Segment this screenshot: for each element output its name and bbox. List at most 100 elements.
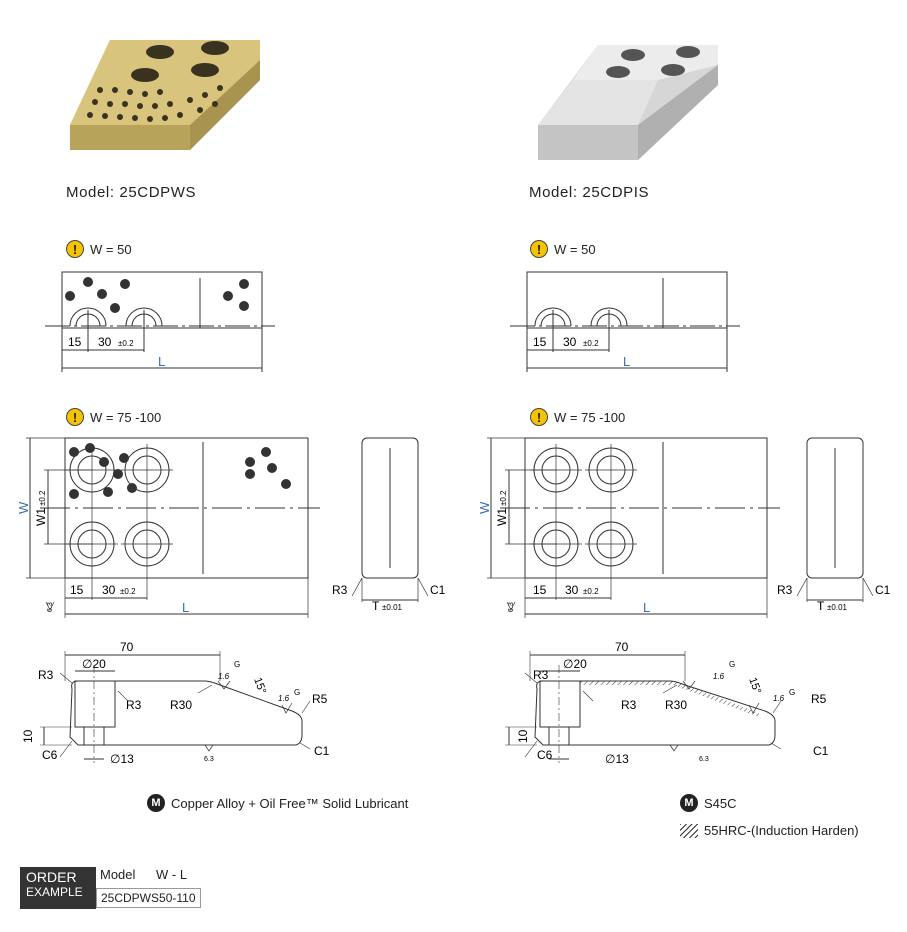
right-w50-label: W = 50 [554, 241, 596, 257]
dim-L: L [182, 600, 189, 615]
order-example-value: 25CDPWS50-110 [96, 888, 201, 908]
dim-R30: R30 [665, 698, 687, 712]
dim-30: 30 [98, 335, 112, 349]
dim-tol: ±0.2 [583, 339, 599, 348]
bronze-plate-image [70, 40, 260, 150]
rough-1.6: 1.6 [773, 694, 785, 703]
dim-tol: ±0.2 [38, 490, 47, 506]
right-w75-warning: ! W = 75 -100 [530, 408, 625, 426]
dim-15: 15 [533, 335, 547, 349]
rough-1.6: 1.6 [218, 672, 230, 681]
hatch-icon [680, 823, 698, 838]
left-profile-drawing: 70 ∅20 R3 R3 R30 R5 C1 C6 ∅13 10 15° 1.6… [21, 640, 330, 766]
dim-15: 15 [70, 583, 84, 597]
grind-G: G [294, 688, 300, 697]
dim-L: L [158, 354, 165, 369]
right-profile-drawing: 70 ∅20 R3 R3 R30 R5 C1 C6 ∅13 10 15° 1.6… [505, 640, 829, 766]
dim-tol: ±0.2 [120, 587, 136, 596]
dim-phi20: ∅20 [82, 657, 106, 671]
warning-icon: ! [66, 408, 84, 426]
dim-R3: R3 [777, 583, 793, 597]
left-model-label: Model: 25CDPWS [66, 184, 197, 201]
rough-1.6: 1.6 [713, 672, 725, 681]
dim-C1: C1 [813, 744, 829, 758]
dim-15deg: 15° [746, 676, 763, 696]
right-w50-drawing: 15 30 ±0.2 L [510, 271, 740, 372]
left-w50-label: W = 50 [90, 241, 132, 257]
left-w75-drawing: W W1 ±0.2 15 30 ±0.2 L 6.3 R3 C1 T ±0.01 [16, 437, 446, 618]
material-icon: M [147, 794, 165, 812]
dim-R5: R5 [312, 692, 328, 706]
dim-10: 10 [516, 729, 530, 743]
right-w75-label: W = 75 -100 [554, 409, 626, 425]
hardening-note: 55HRC-(Induction Harden) [680, 823, 859, 838]
dim-R3: R3 [332, 583, 348, 597]
dim-R3: R3 [126, 698, 142, 712]
dim-R3: R3 [533, 668, 549, 682]
right-w50-warning: ! W = 50 [530, 240, 596, 258]
grind-G: G [789, 688, 795, 697]
order-label-1: ORDER [26, 869, 77, 885]
warning-icon: ! [530, 240, 548, 258]
dim-C1: C1 [314, 744, 330, 758]
right-model-label: Model: 25CDPIS [529, 184, 650, 201]
warning-icon: ! [530, 408, 548, 426]
right-w75-drawing: W W1 ±0.2 15 30 ±0.2 L 6.3 R3 C1 T ±0.01 [477, 437, 891, 618]
dim-L: L [623, 354, 630, 369]
dim-15: 15 [533, 583, 547, 597]
dim-tol: ±0.2 [118, 339, 134, 348]
left-w50-drawing: 15 30 ±0.2 L [45, 271, 275, 372]
rough-1.6: 1.6 [278, 694, 290, 703]
dim-C6: C6 [537, 748, 553, 762]
dim-W1: W1 [495, 508, 509, 526]
right-material-label: S45C [704, 795, 737, 811]
hardening-label: 55HRC-(Induction Harden) [704, 823, 859, 838]
material-icon: M [680, 794, 698, 812]
dim-70: 70 [615, 640, 629, 654]
dim-R5: R5 [811, 692, 827, 706]
rough-6.3: 6.3 [508, 602, 515, 612]
dim-W: W [16, 501, 31, 514]
dim-R3: R3 [621, 698, 637, 712]
rough-6.3: 6.3 [47, 602, 54, 612]
dim-tol: ±0.2 [499, 490, 508, 506]
dim-W: W [477, 501, 492, 514]
dim-tol-001: ±0.01 [827, 603, 848, 612]
rough-6.3: 6.3 [699, 756, 709, 763]
dim-R30: R30 [170, 698, 192, 712]
dim-tol: ±0.2 [583, 587, 599, 596]
dim-15deg: 15° [251, 676, 268, 696]
warning-icon: ! [66, 240, 84, 258]
dim-C1: C1 [430, 583, 446, 597]
dim-15: 15 [68, 335, 82, 349]
rough-6.3: 6.3 [204, 756, 214, 763]
left-w50-warning: ! W = 50 [66, 240, 132, 258]
order-wl-header: W - L [156, 867, 188, 882]
dim-30: 30 [102, 583, 116, 597]
order-model-header: Model [100, 867, 136, 882]
left-w75-warning: ! W = 75 -100 [66, 408, 161, 426]
dim-W1: W1 [34, 508, 48, 526]
dim-L: L [643, 600, 650, 615]
left-material-label: Copper Alloy + Oil Free™ Solid Lubricant [171, 795, 409, 811]
dim-C1: C1 [875, 583, 891, 597]
steel-plate-image [538, 45, 718, 160]
dim-T: T [817, 599, 825, 613]
grind-G: G [234, 660, 240, 669]
dim-phi13: ∅13 [110, 752, 134, 766]
dim-30: 30 [563, 335, 577, 349]
dim-tol-001: ±0.01 [382, 603, 403, 612]
dim-R3: R3 [38, 668, 54, 682]
left-material: M Copper Alloy + Oil Free™ Solid Lubrica… [147, 794, 408, 812]
dim-C6: C6 [42, 748, 58, 762]
grind-G: G [729, 660, 735, 669]
dim-phi13: ∅13 [605, 752, 629, 766]
dim-10: 10 [21, 729, 35, 743]
right-material: M S45C [680, 794, 737, 812]
dim-T: T [372, 599, 380, 613]
left-w75-label: W = 75 -100 [90, 409, 162, 425]
dim-30: 30 [565, 583, 579, 597]
dim-phi20: ∅20 [563, 657, 587, 671]
dim-70: 70 [120, 640, 134, 654]
order-example-badge: ORDER EXAMPLE [20, 867, 96, 909]
